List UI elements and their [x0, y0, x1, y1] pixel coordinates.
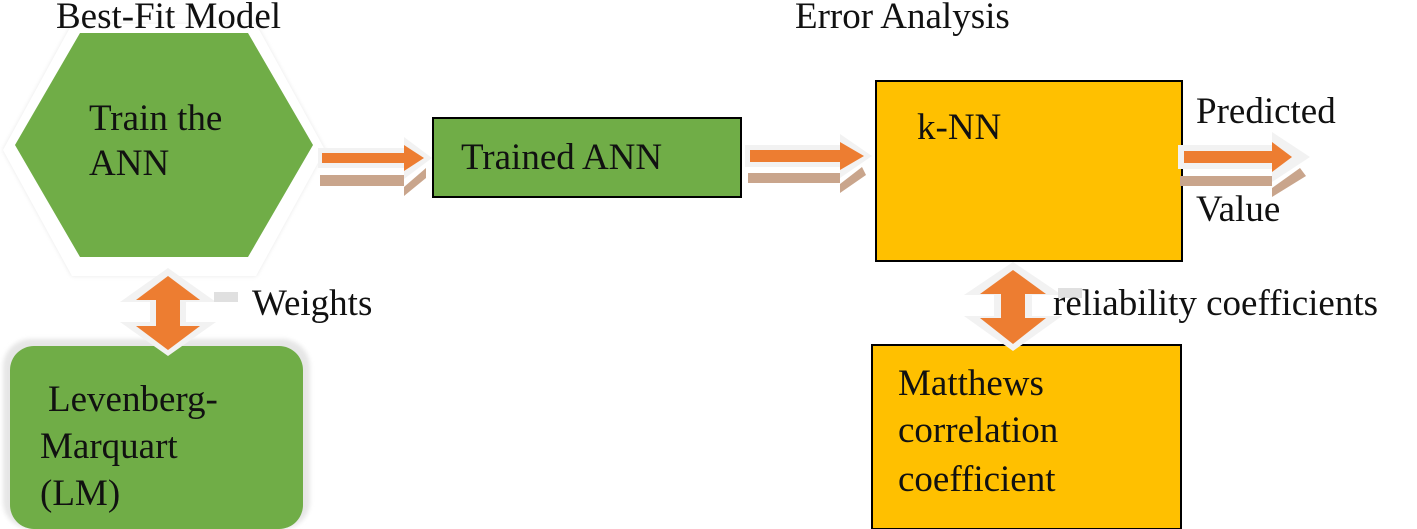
arrow-trained-to-knn	[745, 134, 872, 193]
trained-ann-label: Trained ANN	[461, 137, 663, 178]
trained-ann-node	[432, 117, 742, 198]
predicted-label: Predicted	[1196, 91, 1336, 132]
mcc-node	[871, 344, 1182, 529]
mcc-label-line1: Matthews	[898, 363, 1044, 404]
best-fit-heading: Best-Fit Model	[56, 0, 282, 37]
knn-node	[875, 80, 1183, 262]
train-ann-label-line2: ANN	[89, 143, 170, 184]
knn-label: k-NN	[917, 107, 1002, 148]
lm-label-line1: Levenberg-	[48, 379, 218, 420]
arrow-knn-to-output	[1178, 132, 1310, 197]
arrow-knn-mcc	[964, 262, 1082, 351]
reliability-label: reliability coefficients	[1053, 283, 1378, 324]
train-ann-label-line1: Train the	[89, 98, 223, 139]
value-label: Value	[1196, 189, 1281, 230]
lm-node	[3, 339, 310, 529]
arrow-train-to-trained	[318, 137, 432, 196]
arrow-train-lm	[120, 268, 238, 356]
train-ann-node	[3, 24, 325, 276]
mcc-label-line2: correlation	[898, 410, 1059, 451]
error-analysis-heading: Error Analysis	[795, 0, 1010, 37]
mcc-label-line3: coefficient	[898, 459, 1056, 500]
lm-label-line2: Marquart	[40, 426, 178, 467]
weights-label: Weights	[252, 283, 373, 324]
lm-label-line3: (LM)	[40, 473, 121, 514]
